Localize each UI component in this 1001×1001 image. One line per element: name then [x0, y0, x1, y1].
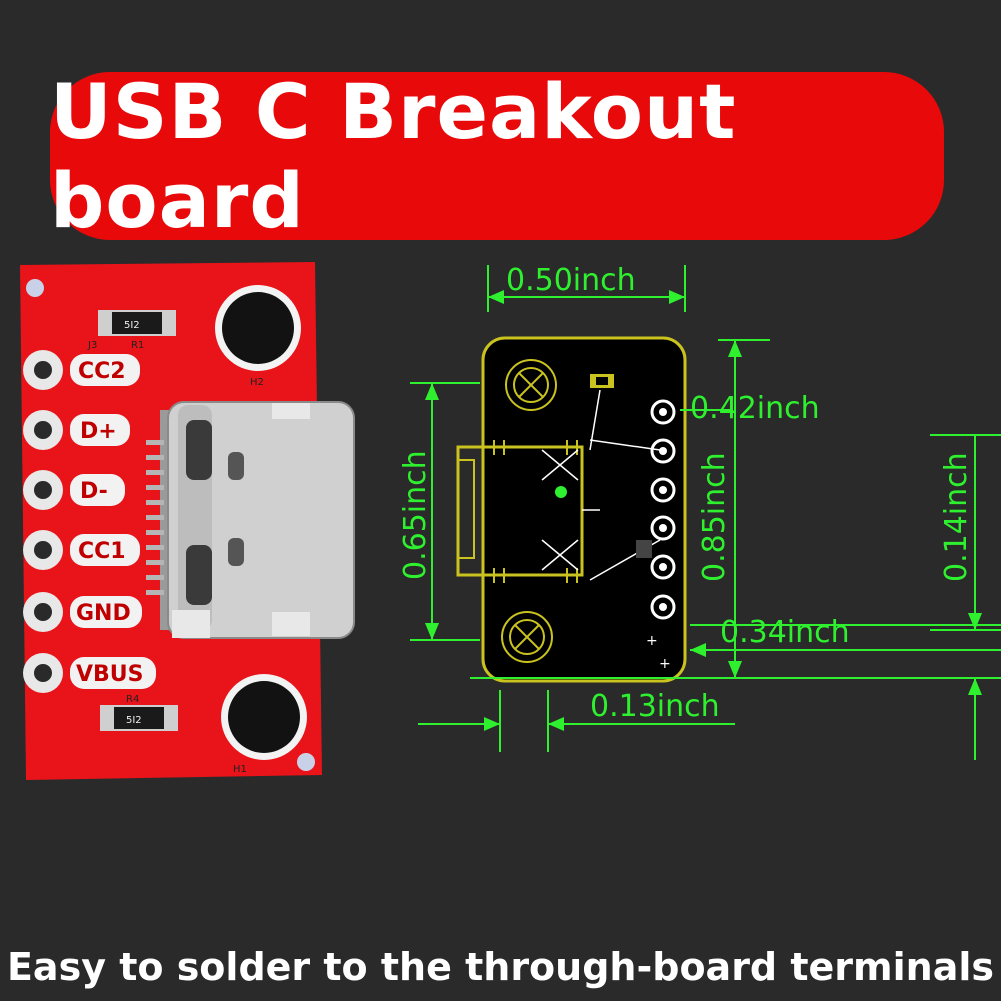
- h2-ref: H2: [250, 377, 264, 388]
- usb-c-connector: [146, 401, 355, 639]
- j3-ref: J3: [87, 340, 97, 351]
- schematic-board: + +: [456, 336, 687, 683]
- pin-d-plus: D+: [23, 410, 130, 450]
- caption-text: Easy to solder to the through-board term…: [6, 945, 995, 989]
- pin-label-d-minus: D-: [80, 479, 108, 504]
- pin-label-cc2: CC2: [78, 359, 126, 384]
- h1-ref: H1: [233, 764, 247, 775]
- dimension-arrows: [425, 290, 982, 731]
- dim-offset-bottom: 0.13inch: [590, 689, 720, 724]
- corner-dot: [26, 279, 44, 297]
- pin-gnd: GND: [23, 592, 142, 632]
- title-banner: USB C Breakout board: [50, 67, 944, 245]
- pin-d-minus: D-: [23, 470, 125, 510]
- corner-dot: [297, 753, 315, 771]
- r4-code: 5I2: [126, 715, 142, 726]
- dim-offset-right: 0.34inch: [720, 615, 850, 650]
- svg-text:+: +: [646, 633, 658, 649]
- dim-height-left: 0.65inch: [398, 450, 433, 580]
- pin-label-gnd: GND: [76, 601, 131, 626]
- pin-label-vbus: VBUS: [76, 662, 144, 687]
- dim-height-mid: 0.85inch: [697, 452, 732, 582]
- r1-ref: R1: [131, 340, 144, 351]
- svg-text:+: +: [659, 656, 671, 672]
- dimension-lines: [410, 265, 1001, 760]
- pin-cc2: CC2: [23, 350, 140, 390]
- r4-ref: R4: [126, 694, 139, 705]
- title-text: USB C Breakout board: [50, 67, 737, 245]
- dim-pin-height: 0.42inch: [690, 391, 820, 426]
- dim-height-right: 0.14inch: [939, 452, 974, 582]
- pcb-pins: CC2 D+ D- CC1 GND VBUS: [23, 350, 156, 693]
- r1-code: 5I2: [124, 320, 140, 331]
- pin-vbus: VBUS: [23, 653, 156, 693]
- pin-cc1: CC1: [23, 530, 140, 570]
- pin-label-cc1: CC1: [78, 539, 126, 564]
- dim-width-top: 0.50inch: [506, 263, 636, 298]
- pin-label-d-plus: D+: [80, 419, 117, 444]
